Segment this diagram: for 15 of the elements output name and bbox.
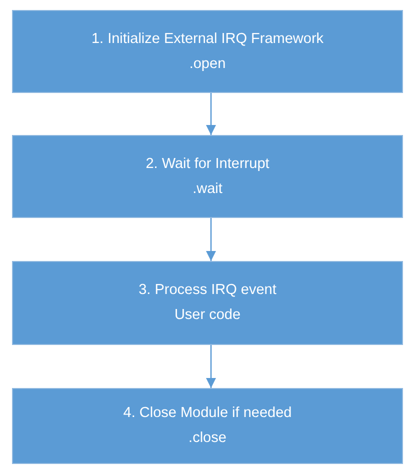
process-box bbox=[12, 10, 403, 93]
arrow bbox=[206, 218, 216, 261]
step-title: 4. Close Module if needed bbox=[123, 404, 292, 423]
step-title: 3. Process IRQ event bbox=[138, 281, 276, 300]
step-detail: .open bbox=[189, 54, 226, 74]
process-box bbox=[12, 388, 403, 464]
step-detail: User code bbox=[174, 306, 241, 325]
step-detail: .close bbox=[188, 429, 226, 448]
arrow bbox=[206, 345, 216, 388]
step-title: 2. Wait for Interrupt bbox=[146, 154, 270, 174]
process-box bbox=[12, 261, 403, 345]
process-box bbox=[12, 135, 403, 218]
step-detail: .wait bbox=[192, 180, 222, 198]
arrow bbox=[206, 93, 216, 135]
step-title: 1. Initialize External IRQ Framework bbox=[91, 30, 324, 48]
